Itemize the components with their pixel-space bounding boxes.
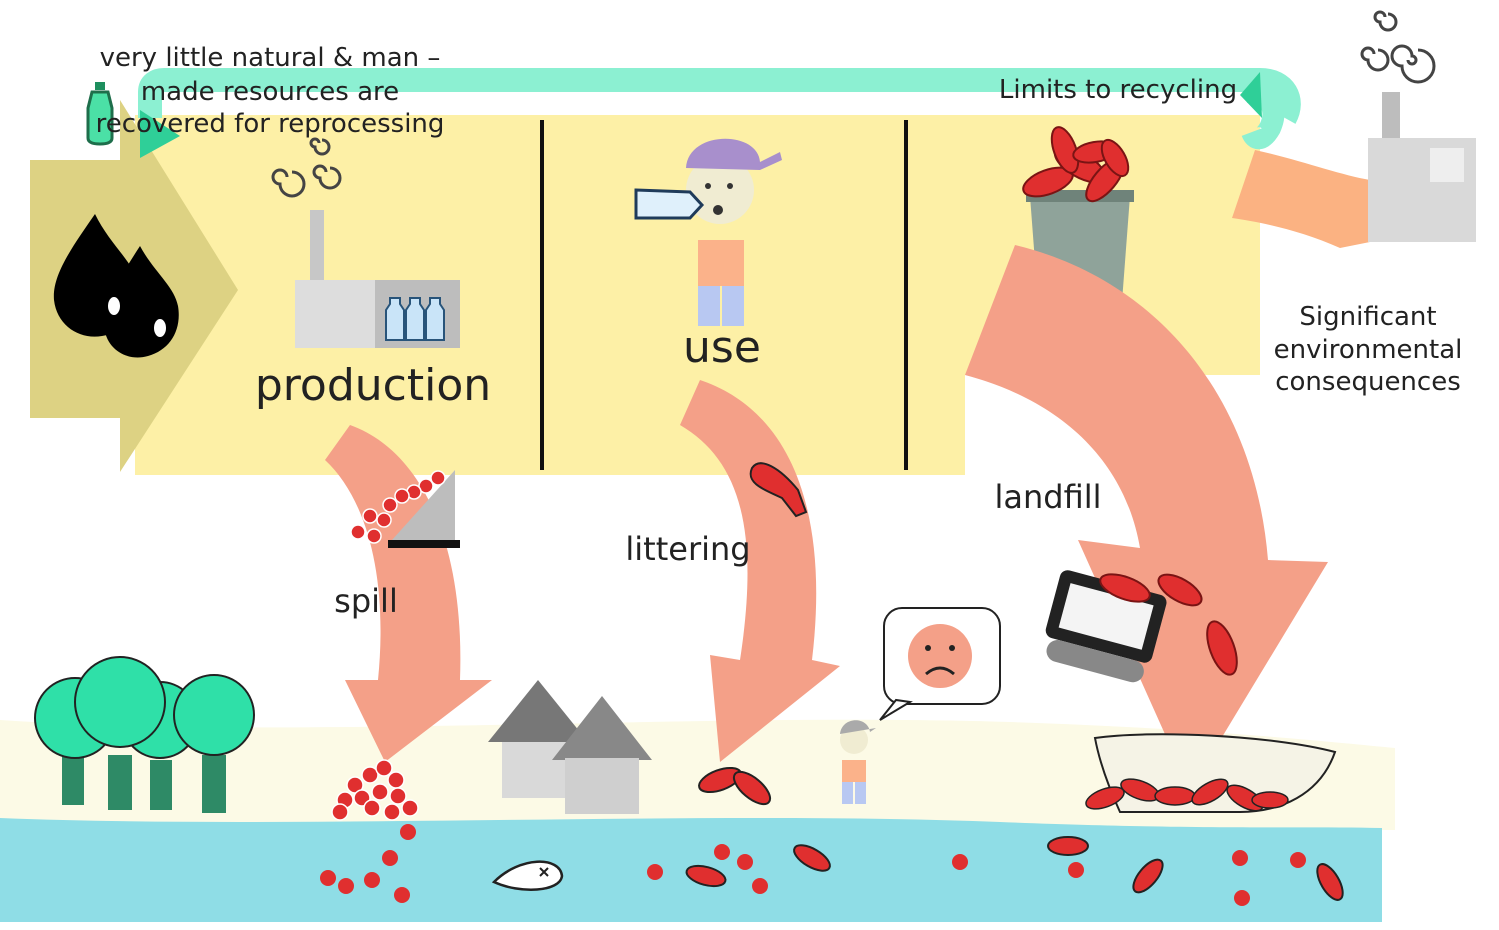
spill-hopper-icon [388,470,460,548]
landfill-arrow [965,245,1328,790]
sad-person-icon [840,720,876,804]
houses-icon [488,680,652,814]
littering-arrow [680,380,840,762]
floating-bottles [685,766,1344,901]
smoke-swirl-icon [1360,10,1436,84]
littered-bottle-icon [749,462,808,518]
recycling-label: Limits to recycling [999,75,1237,105]
consequences-line1: Significant [1299,302,1436,332]
water-bottles-icon [385,297,445,341]
forest-icon [34,656,255,813]
consequences-line3: consequences [1275,367,1461,397]
leak-landfill: landfill [994,478,1101,516]
landfill-pile-bottles [1085,778,1289,812]
top-note-line2: made resources are [141,77,399,107]
leak-spill: spill [334,582,398,620]
water-pellets [320,824,1306,906]
leak-littering: littering [625,530,750,568]
production-smoke-icon [271,137,342,198]
polluting-factory-icon [1368,92,1476,242]
bin-bottles-icon [1022,126,1130,203]
recycled-bottle-icon [86,82,114,146]
person-drinking-icon [634,138,782,326]
flow-band-lower [135,370,965,475]
oil-drops-icon [53,214,179,358]
top-note-line1: very little natural & man – [100,43,441,73]
emissions-arrow [1232,150,1370,248]
recycling-loop [138,68,1301,158]
dead-fish-icon [491,860,564,891]
pellet-pile [331,759,419,821]
consequences-line2: environmental [1274,335,1463,365]
top-note-line3: recovered for reprocessing [96,109,445,139]
spilled-pellets [350,470,446,544]
stage-production: production [255,360,491,411]
sad-face-bubble [879,607,1001,721]
stage-use: use [683,322,761,373]
landfill-bottles [1099,573,1238,676]
